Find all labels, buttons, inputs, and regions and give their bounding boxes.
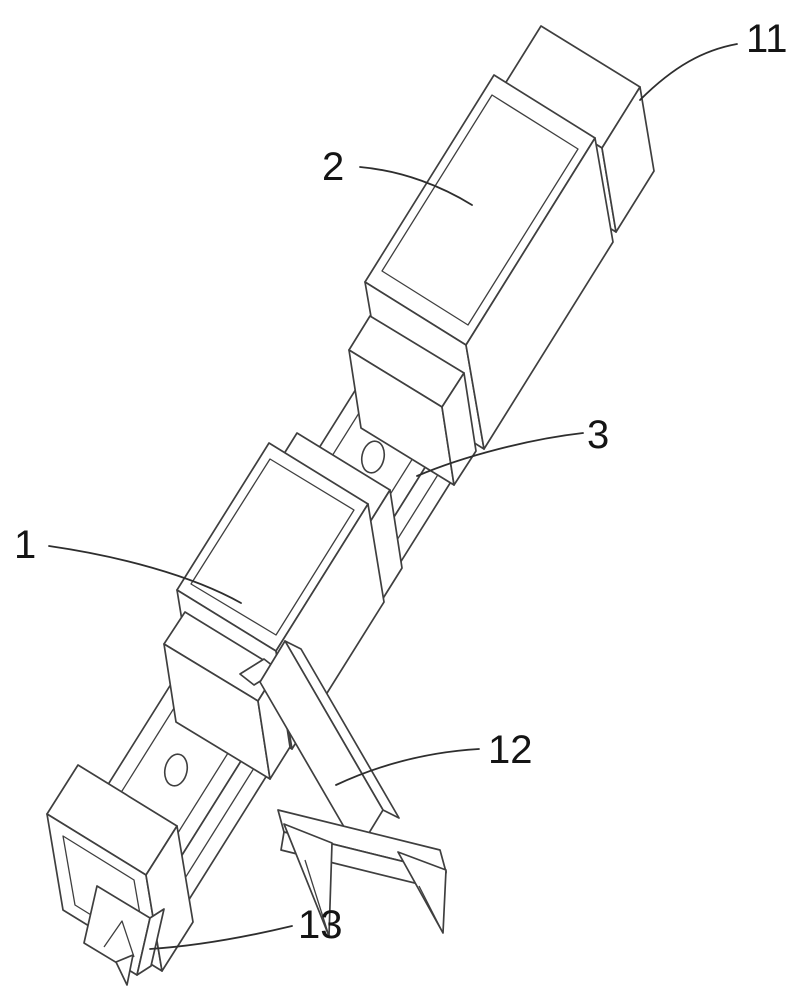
beam-hole-upper: [360, 440, 386, 474]
part-label-2: 2: [322, 145, 344, 189]
leader-line-2: [359, 166, 473, 206]
lower-bracket: [239, 640, 447, 937]
end-hook-side-face: [136, 908, 165, 976]
beam-hole-lower: [163, 753, 189, 787]
leader-line-11: [639, 43, 738, 101]
end-hook-tip: [115, 954, 134, 986]
part-label-3: 3: [587, 413, 609, 457]
end-hook-notch: [103, 920, 135, 958]
part-label-11: 11: [746, 17, 788, 61]
bracket-spike-right-ridge: [418, 885, 444, 934]
upper-block-top-panel-line: [381, 94, 579, 326]
end-hook: [83, 885, 165, 986]
leader-line-12: [335, 748, 480, 786]
upper-block-side-face: [465, 137, 614, 450]
bracket-spike-left-ridge: [304, 859, 330, 937]
middle-block-top-panel-line: [190, 458, 355, 636]
leader-lines: [48, 43, 738, 950]
part-label-13: 13: [298, 903, 343, 947]
reference-numerals: 11 2 3 1 12 13: [14, 17, 788, 947]
part-label-1: 1: [14, 523, 36, 567]
leader-line-3: [416, 432, 584, 477]
tip-cap-side-face: [601, 86, 655, 233]
part-label-12: 12: [488, 728, 533, 772]
leader-line-13: [149, 925, 293, 950]
bracket-arm-front-face: [259, 640, 384, 852]
leader-line-1: [48, 545, 242, 604]
